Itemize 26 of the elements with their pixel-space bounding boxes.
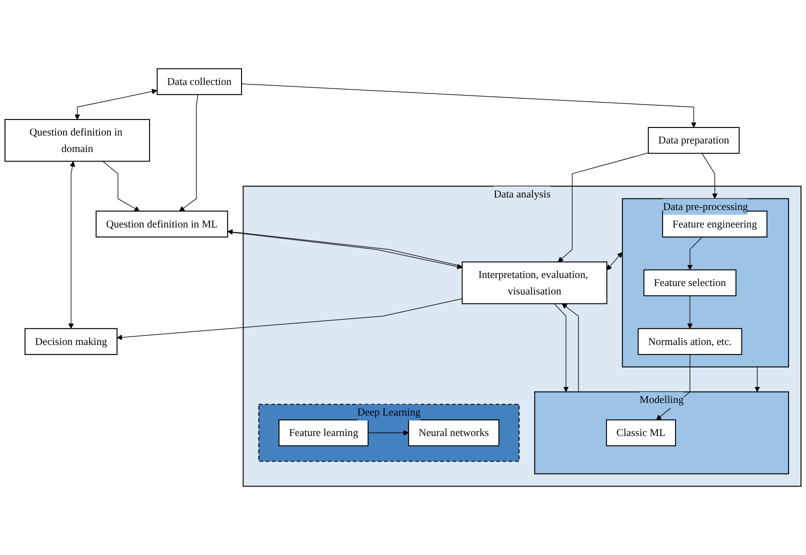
- node-box: Neural networks: [408, 419, 500, 446]
- node-box: Data preparation: [648, 127, 740, 154]
- node-box: Classic ML: [606, 419, 676, 446]
- node-box: Normalis ation, etc.: [638, 328, 742, 355]
- arrow: [687, 236, 702, 270]
- arrow: [702, 153, 718, 199]
- arrow: [74, 88, 158, 120]
- arrow: [606, 252, 622, 270]
- arrow: [754, 366, 760, 392]
- arrow: [558, 152, 649, 262]
- node-box: Feature learning: [278, 419, 369, 446]
- node-box: Question definition in ML: [96, 210, 228, 238]
- arrow: [554, 303, 569, 392]
- arrow: [179, 94, 198, 212]
- arrow: [102, 160, 140, 212]
- arrow: [368, 430, 409, 436]
- node-box: Decision making: [24, 328, 118, 355]
- node-box: Feature selection: [643, 269, 736, 296]
- node-box: Data collection: [156, 68, 242, 96]
- node-box: Interpretation, evaluation, visualisation: [462, 261, 608, 304]
- arrow: [241, 84, 696, 128]
- arrow: [116, 298, 463, 340]
- node-box: Question definition in domain: [4, 119, 150, 162]
- arrow: [68, 161, 76, 329]
- arrow: [687, 295, 693, 329]
- arrow: [562, 303, 579, 392]
